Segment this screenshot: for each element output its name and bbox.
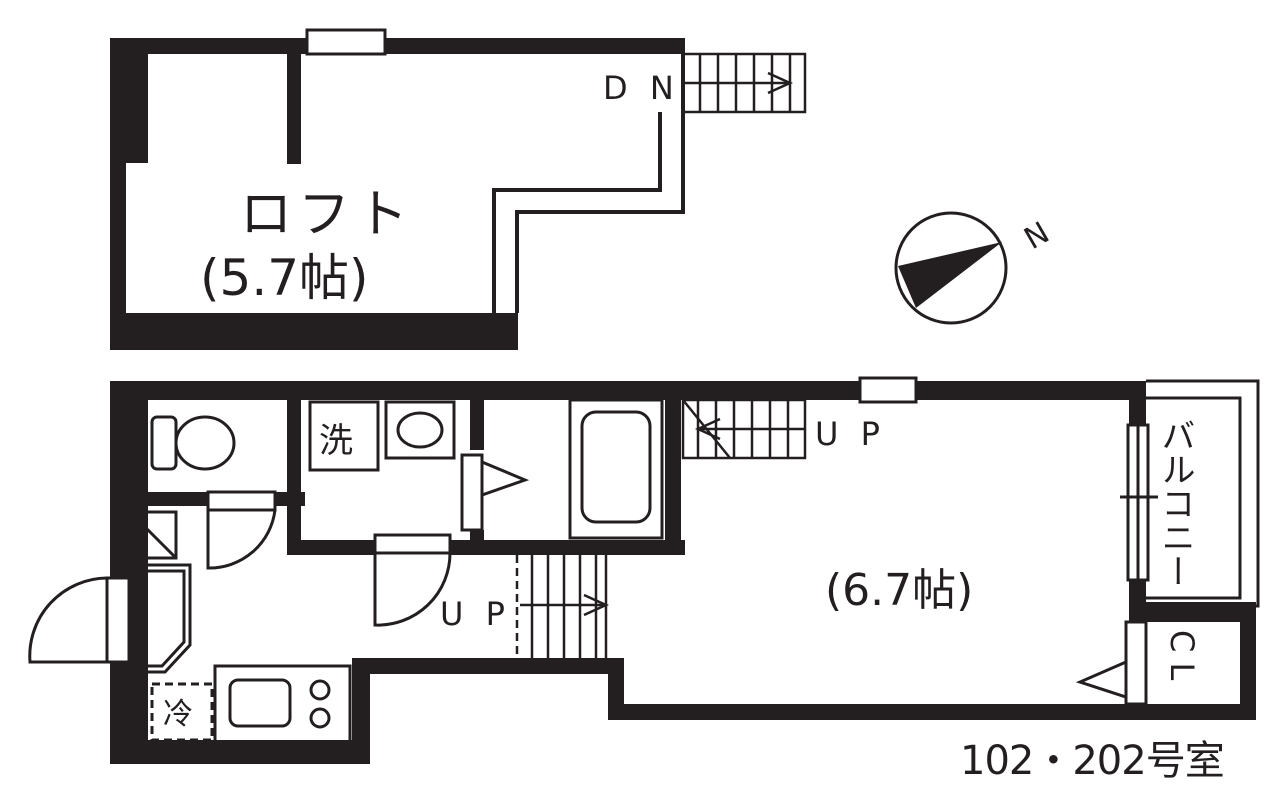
toilet-door[interactable] xyxy=(206,490,277,570)
room-stairs xyxy=(681,398,807,460)
loft-name: ロフト xyxy=(240,185,414,245)
closet-door-arrow-icon xyxy=(1075,659,1128,700)
compass-north-label: N xyxy=(1019,215,1056,257)
unit-label: 102・202号室 xyxy=(960,738,1225,784)
loft-stairs xyxy=(681,52,807,114)
toilet-icon xyxy=(150,415,236,471)
fridge xyxy=(150,682,214,742)
washer-label: 洗 xyxy=(319,421,353,461)
bathtub-icon xyxy=(568,398,664,540)
bath-door[interactable] xyxy=(373,533,452,627)
washroom-door[interactable] xyxy=(460,453,484,532)
main-floor: 洗 U P xyxy=(28,376,1260,764)
room-stair-label: U P xyxy=(815,415,886,453)
room-window xyxy=(858,376,918,404)
washer xyxy=(308,400,456,472)
closet-door[interactable] xyxy=(1124,620,1148,706)
loft-stair-label: D N xyxy=(603,69,680,107)
entrance-door[interactable] xyxy=(28,576,131,664)
entry-stairs xyxy=(515,555,610,658)
compass: N xyxy=(894,211,1056,325)
loft-size: (5.7帖) xyxy=(200,249,369,307)
balcony-sash xyxy=(1120,423,1158,582)
fridge-label: 冷 xyxy=(163,697,193,732)
loft-window xyxy=(305,28,387,56)
kitchen-counter xyxy=(213,664,352,744)
balcony-label: バルコニー xyxy=(1155,418,1195,588)
loft-area: D N ロフト (5.7帖) xyxy=(110,28,807,350)
loft-partition xyxy=(287,44,301,164)
shoe-cabinet xyxy=(128,510,192,674)
washroom-door-arrow-icon xyxy=(480,459,530,498)
room-size: (6.7帖) xyxy=(825,565,973,616)
entry-stair-label: U P xyxy=(440,595,511,633)
compass-needle-icon xyxy=(898,242,1002,308)
closet-label: C L xyxy=(1163,630,1201,681)
